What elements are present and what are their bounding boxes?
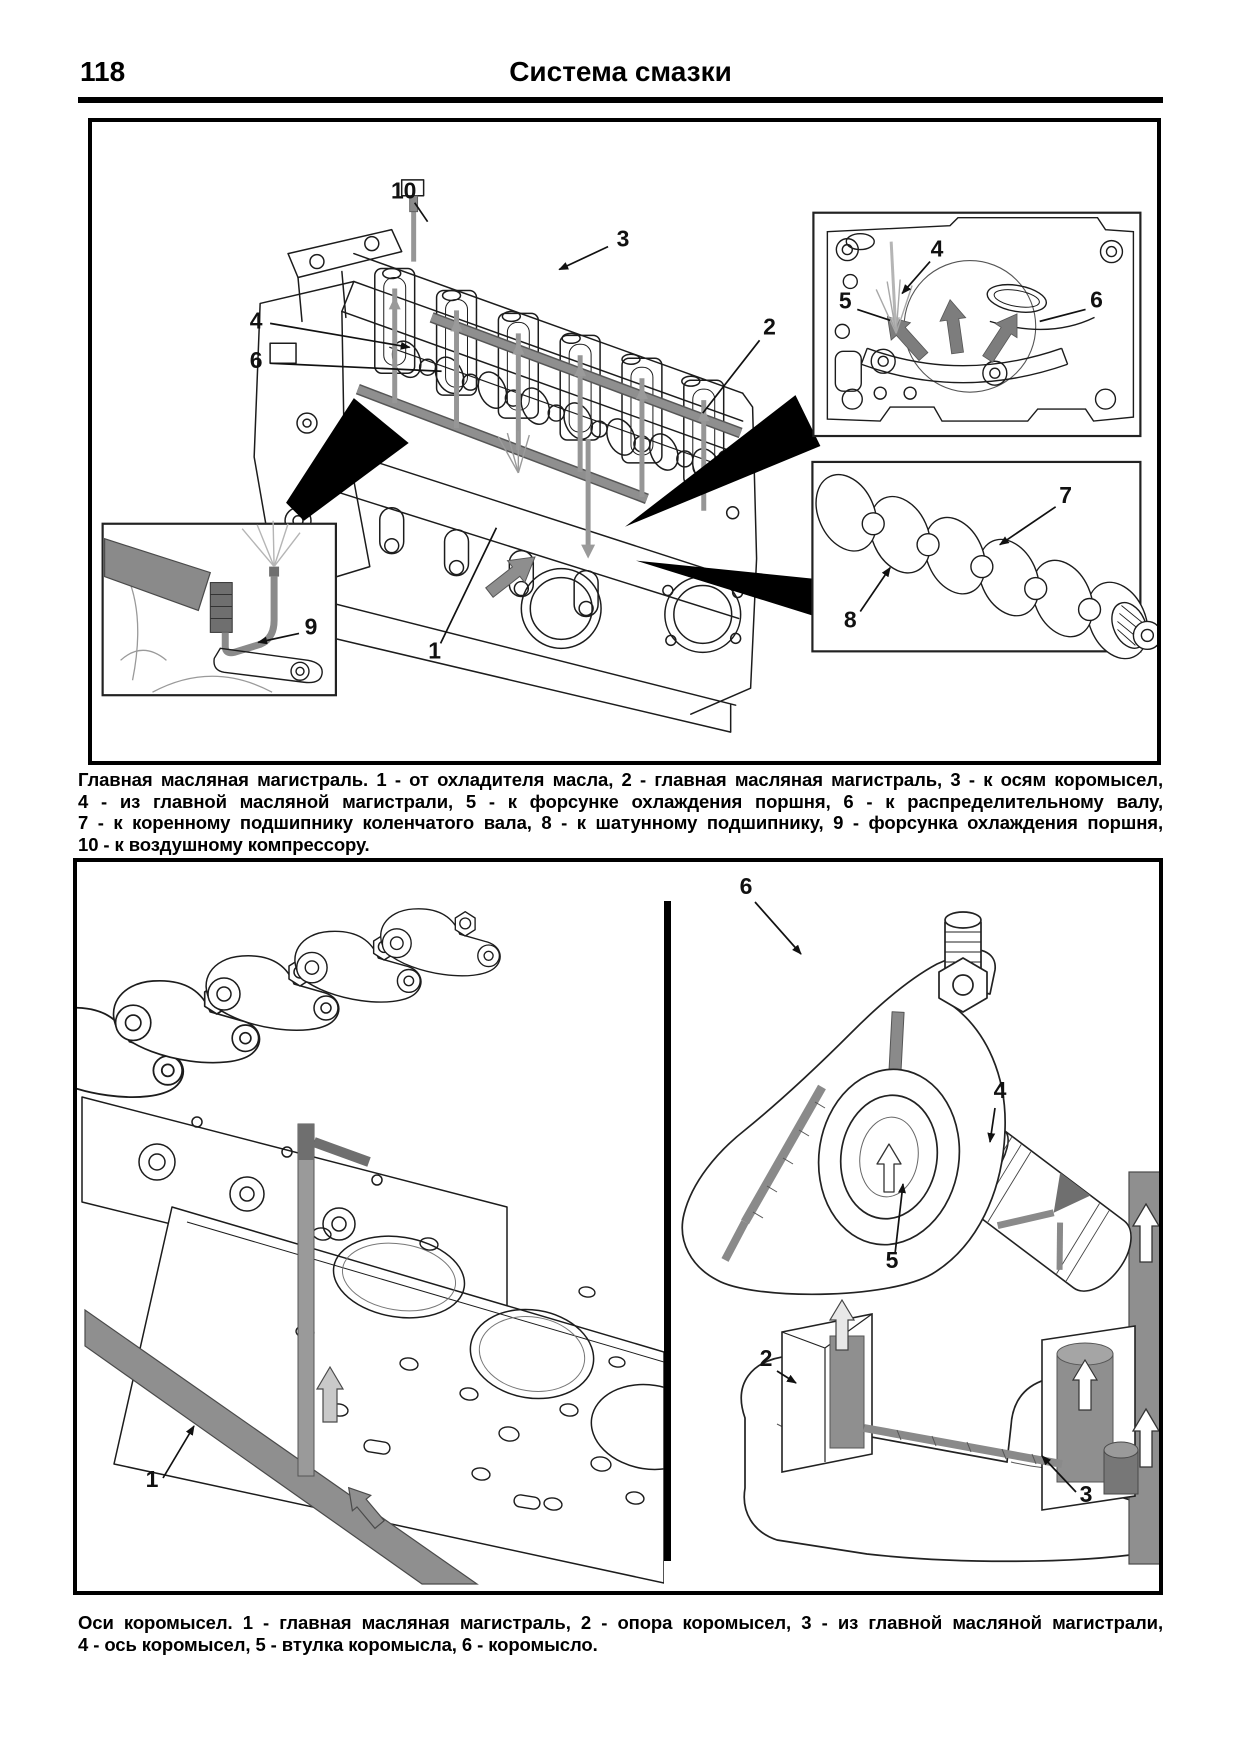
inset3-callout-9: 9 (305, 613, 318, 639)
inset1-callout-4: 4 (931, 236, 944, 262)
callout-4: 4 (250, 307, 263, 333)
figure1-caption-line-4: 10 - к воздушному компрессору. (78, 833, 370, 855)
engine-block (253, 179, 758, 733)
callout-2: 2 (763, 313, 776, 339)
adjusting-screw (938, 911, 988, 1013)
cylinder-head-view: 1 (77, 908, 664, 1585)
head-gasket-plane (113, 1206, 664, 1584)
fig2-callout-1: 1 (146, 1466, 159, 1492)
callout-6: 6 (250, 347, 263, 373)
bearing-oil-arrows (875, 241, 1018, 363)
jet-check-valve (209, 582, 233, 633)
rocker-row (77, 908, 501, 1098)
divider-line (664, 901, 671, 1561)
bearing-webs (379, 507, 599, 618)
rocker-detail-view: 6 4 5 2 3 (681, 873, 1159, 1565)
fig2-callout-4: 4 (994, 1077, 1007, 1103)
oil-inlet-arrow (485, 556, 536, 598)
fig2-callout-2: 2 (760, 1345, 773, 1371)
figure1-caption: Главная масляная магистраль. 1 - от охла… (78, 769, 1163, 855)
figure1-callouts: 10 3 4 6 2 1 (250, 178, 776, 664)
inset-piston-jet-box: 9 (101, 520, 337, 697)
support-towers (781, 1298, 1136, 1511)
callout-10: 10 (391, 178, 416, 204)
figure1-caption-line-1: Главная масляная магистраль. 1 - от охла… (78, 769, 1163, 790)
inset2-callout-8: 8 (844, 606, 857, 632)
page-title: Система смазки (509, 56, 732, 87)
page-number: 118 (80, 56, 126, 87)
band-flow-arrows (1131, 1202, 1159, 1468)
figure1-drawing: 10 3 4 6 2 1 (101, 178, 1157, 733)
camshaft (389, 340, 732, 486)
inset1-callout-6: 6 (1090, 286, 1103, 312)
inset-main-bearing-box: 4 5 6 (812, 211, 1142, 438)
figure1-caption-line-3: 7 - к коренному подшипнику коленчатого в… (78, 812, 1163, 833)
fig2-callout-5: 5 (886, 1247, 899, 1273)
rocker-arm (681, 911, 1006, 1296)
figure2-caption: Оси коромысел. 1 - главная масляная маги… (78, 1612, 1163, 1655)
figure-main-oil-gallery: 10 3 4 6 2 1 (88, 118, 1161, 765)
cross-drilling (863, 1424, 1063, 1468)
inset-crankshaft-box: 7 8 (811, 460, 1157, 660)
fig2-callout-3: 3 (1080, 1481, 1093, 1507)
inset1-callout-5: 5 (839, 287, 852, 313)
jet-spray (497, 431, 530, 474)
figure2-caption-line-1: Оси коромысел. 1 - главная масляная маги… (78, 1612, 1163, 1633)
oil-riser (297, 1123, 386, 1530)
flow-arrows-up (388, 296, 710, 559)
callout-1: 1 (428, 637, 441, 663)
callout-3: 3 (617, 226, 630, 252)
deck-comb (374, 267, 725, 486)
oil-galleries (355, 195, 743, 598)
fig2-callout-6: 6 (740, 873, 753, 899)
oil-outlet-boss (1103, 1441, 1139, 1495)
figure2-caption-line-2: 4 - ось коромысел, 5 - втулка коромысла,… (78, 1633, 598, 1655)
header-rule (78, 97, 1163, 103)
figure1-caption-line-2: 4 - из главной масляной магистрали, 5 - … (78, 790, 1163, 812)
jet-spray-fan (241, 520, 301, 568)
figure-rocker-shafts: 1 (73, 858, 1163, 1595)
jet-oil-gallery (104, 537, 212, 612)
jet-bracket (213, 647, 323, 684)
figure2-drawing: 1 (77, 873, 1159, 1585)
inset2-callout-7: 7 (1059, 482, 1072, 508)
